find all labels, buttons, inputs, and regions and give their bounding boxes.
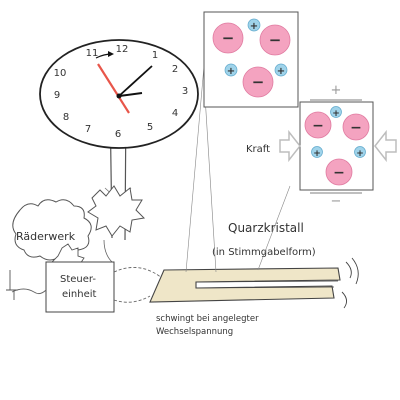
positive-sign: +: [356, 149, 364, 159]
positive-sign: +: [250, 21, 258, 32]
crystal-shape-label: (in Stimmgabelform): [212, 247, 316, 258]
post-gear: [87, 185, 146, 237]
control-unit-label-1: Steuer-: [60, 274, 96, 285]
clock-numeral-10: 10: [54, 68, 67, 79]
second-hand: [97, 63, 130, 114]
control-unit-box: [45, 261, 115, 313]
negative-sign: −: [312, 118, 324, 134]
negative-sign: −: [252, 73, 265, 91]
positive-charge: [354, 146, 366, 158]
inset-force: + − − − − + + + Kraft: [246, 83, 397, 209]
tuning-fork: [149, 267, 341, 303]
clock: 12 1 2 3 4 5 6 7 8 9 10 11: [39, 39, 199, 241]
quartz-crystal: Quarzkristall (in Stimmgabelform) schwin…: [149, 221, 359, 337]
clock-numeral-6: 6: [115, 129, 121, 140]
positive-charge: [274, 63, 288, 77]
wire-top: [113, 267, 165, 281]
wire-left: [11, 288, 47, 295]
clock-center: [116, 93, 122, 99]
clock-numeral-5: 5: [147, 122, 153, 133]
clock-numeral-8: 8: [63, 112, 69, 123]
oscillation-label-1: schwingt bei angelegter: [156, 314, 259, 324]
negative-sign: −: [350, 120, 362, 136]
negative-charge: [342, 113, 370, 141]
post-connection: [103, 239, 113, 263]
negative-charge: [242, 66, 274, 98]
negative-charge: [212, 22, 244, 54]
gear-train-label: Räderwerk: [16, 230, 76, 243]
gear-train-base-left: [6, 270, 18, 300]
negative-charge: [304, 111, 332, 139]
negative-sign: −: [269, 31, 282, 49]
gear-train-outline: [12, 199, 92, 261]
positive-charge: [247, 18, 261, 32]
rotation-arrow-head: [108, 51, 114, 57]
positive-sign: +: [227, 66, 235, 77]
force-arrow-left: [279, 129, 301, 163]
positive-sign: +: [332, 109, 340, 119]
inset-rest: − − − + + +: [203, 11, 299, 108]
force-label: Kraft: [246, 144, 270, 155]
leader-line-3: [257, 185, 291, 271]
control-unit: Steuer- einheit: [45, 261, 115, 313]
clock-numeral-1: 1: [152, 50, 158, 61]
negative-sign: −: [333, 165, 345, 181]
positive-charge: [224, 63, 238, 77]
clock-numeral-7: 7: [85, 124, 91, 135]
positive-sign: +: [313, 149, 321, 159]
clock-numeral-11: 11: [86, 48, 99, 59]
leader-line-1: [185, 65, 205, 273]
clock-numeral-4: 4: [172, 108, 178, 119]
control-unit-label-2: einheit: [62, 289, 97, 300]
minute-hand: [118, 65, 153, 97]
negative-charge: [325, 158, 353, 186]
fork-slot: [195, 280, 339, 289]
negative-charge: [259, 24, 291, 56]
positive-sign: +: [277, 66, 285, 77]
hour-hand: [118, 92, 143, 97]
top-plus-label: +: [331, 83, 342, 98]
positive-charge: [311, 146, 323, 158]
clock-numeral-9: 9: [54, 90, 60, 101]
clock-numeral-12: 12: [116, 44, 129, 55]
leader-line-2: [203, 79, 217, 273]
positive-charge: [330, 106, 342, 118]
clock-numeral-2: 2: [172, 64, 178, 75]
crystal-title: Quarzkristall: [228, 221, 304, 235]
clock-numeral-3: 3: [182, 86, 188, 97]
oscillation-label-2: Wechselspannung: [156, 327, 233, 337]
wire-bottom: [113, 295, 151, 303]
bottom-minus-label: −: [331, 194, 342, 209]
vibration-lines-lower: [341, 291, 347, 309]
vibration-lines-upper: [345, 257, 359, 285]
force-arrow-right: [374, 129, 397, 163]
negative-sign: −: [222, 29, 235, 47]
